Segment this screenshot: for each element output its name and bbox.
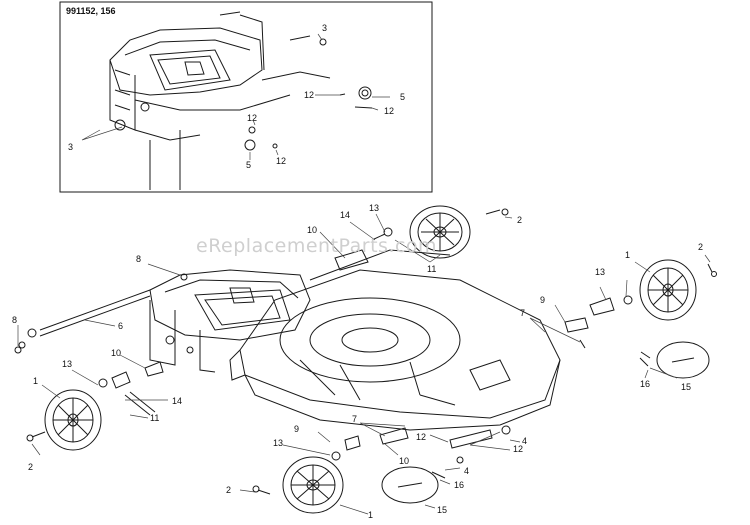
callout: 5 — [400, 92, 405, 102]
callout: 9 — [294, 424, 299, 434]
rear-handle-assembly — [18, 269, 311, 373]
callout: 8 — [136, 254, 141, 264]
callout: 12 — [304, 90, 314, 100]
inset-diagram: 991152, 156 — [59, 1, 433, 193]
callout: 14 — [172, 396, 182, 406]
callout: 2 — [517, 215, 522, 225]
mower-deck — [229, 249, 561, 431]
callout: 5 — [246, 160, 251, 170]
callout: 2 — [698, 242, 703, 252]
leader-lines — [17, 213, 711, 515]
callout: 10 — [399, 456, 409, 466]
callout: 15 — [681, 382, 691, 392]
watermark: eReplacementParts.com — [196, 235, 437, 257]
callout: 3 — [322, 23, 327, 33]
callout: 3 — [68, 142, 73, 152]
inset-model-numbers: 991152, 156 — [66, 6, 116, 16]
wheel-top — [409, 205, 471, 259]
callout: 12 — [247, 113, 257, 123]
callout: 16 — [640, 379, 650, 389]
callout: 4 — [522, 436, 527, 446]
callout: 13 — [369, 203, 379, 213]
callout: 10 — [111, 348, 121, 358]
callout: 1 — [368, 510, 373, 520]
callout: 2 — [28, 462, 33, 472]
callout: 4 — [464, 466, 469, 476]
callout: 13 — [273, 438, 283, 448]
callout: 12 — [276, 156, 286, 166]
callout: 10 — [307, 225, 317, 235]
hubcap-slot — [671, 357, 695, 363]
callout: 13 — [595, 267, 605, 277]
callout: 1 — [625, 250, 630, 260]
callout: 11 — [150, 413, 159, 423]
callout: 1 — [33, 376, 38, 386]
callout: 16 — [454, 480, 464, 490]
callout: 12 — [513, 444, 523, 454]
callout: 14 — [340, 210, 350, 220]
callout: 8 — [12, 315, 17, 325]
wheel-right — [639, 259, 697, 321]
callout: 12 — [384, 106, 394, 116]
inset-drawing — [109, 11, 373, 190]
main-diagram: 14 13 10 11 2 1 2 8 8 6 10 13 9 13 1 10 … — [12, 203, 717, 520]
wheel-bottom — [282, 456, 344, 514]
callout: 13 — [62, 359, 72, 369]
hubcap-bottom — [381, 466, 439, 504]
callout: 6 — [118, 321, 123, 331]
callout: 9 — [540, 295, 545, 305]
callout: 15 — [437, 505, 447, 515]
callout: 7 — [520, 308, 525, 318]
hubcap-right — [656, 341, 710, 379]
callout: 7 — [352, 414, 357, 424]
hubcap-slot — [397, 482, 423, 488]
callout: 2 — [226, 485, 231, 495]
hardware — [14, 208, 717, 495]
callout: 12 — [416, 432, 426, 442]
inset-border — [59, 1, 433, 193]
wheel-left — [44, 389, 102, 451]
callout: 11 — [427, 264, 436, 274]
